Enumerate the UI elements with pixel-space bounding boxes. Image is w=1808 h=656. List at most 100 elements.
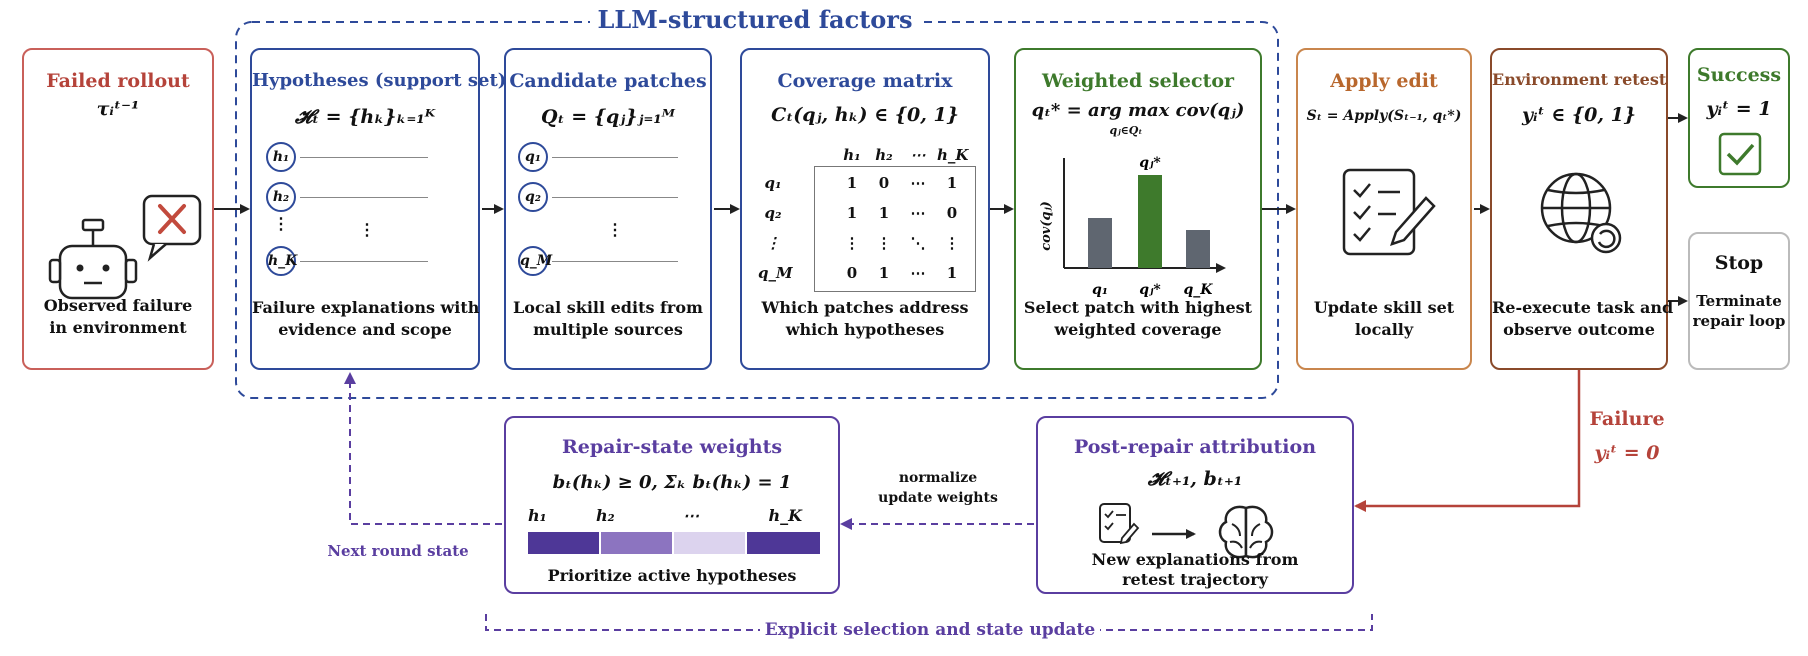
coverage-col-header: h₂	[875, 146, 893, 164]
attribution-caption-2: retest trajectory	[1122, 570, 1268, 589]
coverage-title: Coverage matrix	[777, 70, 953, 92]
retest-caption-2: observe outcome	[1503, 320, 1655, 339]
coverage-row-header: q₁	[764, 174, 782, 192]
failed-rollout-math: τᵢᵗ⁻¹	[96, 98, 140, 120]
stop-title: Stop	[1714, 252, 1764, 274]
coverage-cell: ⋱	[910, 234, 926, 252]
selector-caption-1: Select patch with highest	[1023, 298, 1253, 317]
coverage-cell: ⋯	[910, 204, 926, 222]
candidate-vdots: ⋮	[607, 220, 623, 239]
weights-caption: Prioritize active hypotheses	[547, 566, 797, 585]
check-icon	[1718, 132, 1762, 176]
checklist-edit-icon	[1342, 168, 1436, 256]
coverage-caption-1: Which patches address	[761, 298, 969, 317]
llm-group-label: LLM-structured factors	[590, 5, 920, 35]
coverage-cell: 1	[946, 264, 958, 282]
coverage-row-header: ⋮	[765, 234, 781, 252]
brain-icon	[1218, 505, 1274, 559]
failure-label: Failure	[1589, 408, 1665, 430]
bottom-label: Explicit selection and state update	[760, 620, 1100, 641]
normalize-label-1: normalize	[898, 470, 978, 486]
weights-bar-label: h_K	[768, 506, 802, 525]
selector-math-sub: qⱼ∈Qₜ	[1109, 124, 1143, 137]
coverage-cell: 0	[878, 174, 890, 192]
selector-tick-label: q_K	[1184, 282, 1214, 298]
weights-bar	[528, 532, 820, 554]
hypothesis-line	[300, 197, 428, 198]
apply-edit-caption-1: Update skill set	[1313, 298, 1455, 317]
success-box: Success yᵢᵗ = 1	[1688, 48, 1790, 188]
selector-math: qₜ* = arg max cov(qⱼ)	[1031, 100, 1245, 121]
stop-box: Stop Terminate repair loop	[1688, 232, 1790, 370]
attribution-title: Post-repair attribution	[1073, 436, 1317, 458]
success-math: yᵢᵗ = 1	[1706, 98, 1772, 120]
selector-box: Weighted selector qₜ* = arg max cov(qⱼ) …	[1014, 48, 1262, 370]
hypothesis-vdots: ⋮	[273, 214, 289, 233]
weights-title: Repair-state weights	[561, 436, 783, 458]
selector-bar	[1088, 218, 1112, 268]
hypothesis-hK: h_K	[266, 246, 297, 276]
retest-math: yᵢᵗ ∈ {0, 1}	[1521, 104, 1637, 126]
success-title: Success	[1696, 64, 1782, 86]
retest-title: Environment retest	[1492, 70, 1667, 89]
coverage-math: Cₜ(qⱼ, hₖ) ∈ {0, 1}	[771, 104, 959, 126]
candidates-title: Candidate patches	[509, 70, 707, 92]
coverage-cell: ⋮	[876, 234, 892, 252]
coverage-cell: ⋯	[910, 174, 926, 192]
coverage-cell: 1	[946, 174, 958, 192]
coverage-col-header: h₁	[843, 146, 861, 164]
weights-bar-label: ⋯	[683, 506, 699, 525]
stop-caption-2: repair loop	[1692, 312, 1786, 330]
weights-bar-segment	[747, 532, 820, 554]
coverage-row-header: q₂	[764, 204, 782, 222]
selector-tick-label: qⱼ*	[1139, 282, 1161, 298]
coverage-cell: 1	[878, 264, 890, 282]
failed-rollout-caption-1: Observed failure	[43, 296, 193, 315]
coverage-matrix-frame	[814, 166, 976, 292]
failure-math: yᵢᵗ = 0	[1594, 442, 1660, 464]
weights-bar-label: h₂	[596, 506, 615, 525]
apply-edit-title: Apply edit	[1330, 70, 1438, 92]
attribution-icons	[1099, 503, 1274, 559]
coverage-cell: 0	[846, 264, 858, 282]
candidates-caption-1: Local skill edits from	[513, 298, 703, 317]
candidate-q2: q₂	[518, 182, 548, 212]
candidate-qM: q_M	[518, 246, 552, 276]
apply-edit-math: Sₜ = Apply(Sₜ₋₁, qₜ*)	[1306, 108, 1462, 124]
selector-ylabel: cov(qⱼ)	[1039, 201, 1054, 251]
apply-edit-caption-2: locally	[1354, 320, 1414, 339]
candidate-line	[552, 157, 678, 158]
arrow-failure	[1354, 370, 1581, 512]
selector-bar	[1138, 175, 1162, 268]
hypotheses-caption-2: evidence and scope	[278, 320, 452, 339]
candidate-line	[552, 261, 678, 262]
coverage-caption-2: which hypotheses	[785, 320, 945, 339]
selector-title: Weighted selector	[1041, 70, 1235, 92]
coverage-col-header: h_K	[937, 146, 969, 164]
selector-bar-top-label: qⱼ*	[1139, 155, 1161, 171]
weights-math: bₜ(hₖ) ≥ 0, Σₖ bₜ(hₖ) = 1	[552, 472, 792, 493]
retest-box: Environment retest yᵢᵗ ∈ {0, 1} Re-execu…	[1490, 48, 1674, 370]
failed-rollout-caption-2: in environment	[49, 318, 187, 337]
candidates-box: Candidate patches Qₜ = {qⱼ}ⱼ₌₁ᴹ q₁ q₂ ⋮ …	[504, 48, 712, 370]
apply-edit-box: Apply edit Sₜ = Apply(Sₜ₋₁, qₜ*) Update …	[1296, 48, 1472, 370]
retest-caption-1: Re-execute task and	[1492, 298, 1674, 317]
weights-bar-segment	[528, 532, 601, 554]
hypothesis-h2: h₂	[266, 182, 296, 212]
weights-box: Repair-state weights bₜ(hₖ) ≥ 0, Σₖ bₜ(h…	[504, 416, 840, 594]
weights-bar-segment	[601, 532, 674, 554]
robot-icon	[48, 194, 202, 300]
hypothesis-h1: h₁	[266, 142, 296, 172]
coverage-cell: ⋯	[910, 264, 926, 282]
coverage-col-header: ⋯	[910, 146, 926, 164]
coverage-cell: ⋮	[944, 234, 960, 252]
attribution-caption-1: New explanations from	[1091, 550, 1299, 569]
hypothesis-line	[300, 261, 428, 262]
coverage-cell: 1	[846, 204, 858, 222]
hypotheses-box: Hypotheses (support set) 𝓗ₜ = {hₖ}ₖ₌₁ᴷ h…	[250, 48, 506, 370]
arrow-next-round	[344, 372, 502, 525]
failed-rollout-box: Failed rollout τᵢᵗ⁻¹ Observed failure in…	[22, 48, 214, 370]
hypotheses-math: 𝓗ₜ = {hₖ}ₖ₌₁ᴷ	[294, 106, 436, 128]
